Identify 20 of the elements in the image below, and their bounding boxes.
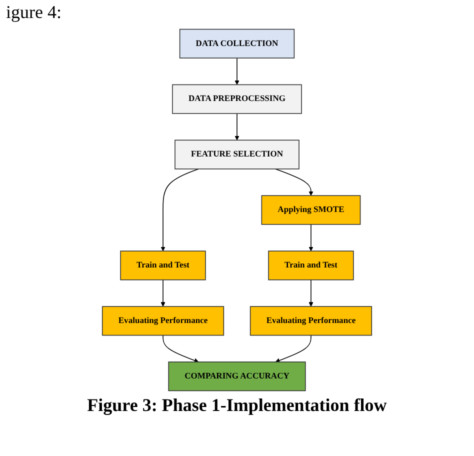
- arrow: [234, 58, 240, 85]
- node-box: Evaluating Performance: [102, 306, 224, 336]
- arrow: [275, 168, 314, 196]
- node-box: DATA PREPROCESSING: [172, 84, 302, 114]
- arrow: [308, 279, 314, 307]
- node-box: COMPARING ACCURACY: [168, 362, 306, 392]
- text-fragment: igure 4:: [6, 2, 62, 23]
- arrow: [308, 224, 314, 252]
- arrow: [234, 113, 240, 140]
- node-box: DATA COLLECTION: [179, 28, 295, 58]
- node-box: Evaluating Performance: [250, 306, 372, 336]
- arrow: [160, 279, 166, 307]
- node-box: Applying SMOTE: [261, 195, 361, 225]
- arrow: [275, 334, 312, 363]
- arrow: [162, 334, 199, 363]
- node-box: Train and Test: [268, 250, 354, 280]
- node-box: Train and Test: [120, 250, 206, 280]
- figure-caption: Figure 3: Phase 1-Implementation flow: [86, 395, 388, 416]
- node-box: FEATURE SELECTION: [174, 140, 300, 170]
- arrow: [160, 168, 199, 252]
